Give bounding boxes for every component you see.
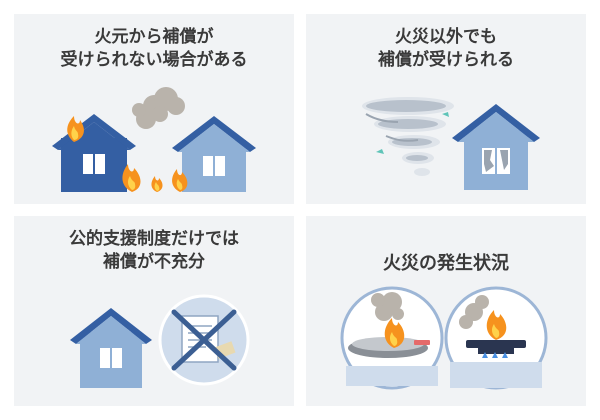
burning-houses-illustration <box>52 87 256 192</box>
house-icon <box>52 114 136 192</box>
smoke-icon <box>132 87 185 129</box>
panel-fire-not-covered: 火元から補償が 受けられない場合がある <box>14 14 294 204</box>
title-line-1: 公的支援制度だけでは <box>69 229 239 249</box>
fire-situation-illustration <box>340 286 548 390</box>
smoke-icon <box>459 295 489 329</box>
panel-title: 火災の発生状況 <box>306 252 586 275</box>
tornado-house-illustration <box>362 97 540 190</box>
smoke-icon <box>371 292 404 321</box>
cross-icon <box>171 309 237 371</box>
flame-icon <box>172 169 188 192</box>
title-line-1: 火災の発生状況 <box>383 253 509 274</box>
flame-icon <box>384 318 405 348</box>
frying-pan-icon <box>348 337 430 358</box>
flame-icon <box>122 164 141 192</box>
title-line-1: 火災以外でも <box>395 27 497 47</box>
panel-title: 火元から補償が 受けられない場合がある <box>14 26 294 72</box>
flame-icon <box>67 116 84 142</box>
panel-title: 公的支援制度だけでは 補償が不充分 <box>14 228 294 274</box>
panel-fire-situation: 火災の発生状況 <box>306 216 586 406</box>
house-icon <box>452 104 540 190</box>
flame-icon <box>486 310 507 340</box>
panel-title: 火災以外でも 補償が受けられる <box>306 26 586 72</box>
title-line-1: 火元から補償が <box>94 27 214 47</box>
public-support-illustration <box>70 294 250 388</box>
title-line-2: 補償が受けられる <box>378 50 514 70</box>
title-line-2: 受けられない場合がある <box>60 50 248 70</box>
tornado-icon <box>362 97 454 176</box>
gas-stove-icon <box>466 340 526 358</box>
panel-non-fire-covered: 火災以外でも 補償が受けられる <box>306 14 586 204</box>
flame-icon <box>151 176 163 192</box>
panel-public-support: 公的支援制度だけでは 補償が不充分 <box>14 216 294 406</box>
house-icon <box>70 308 152 388</box>
title-line-2: 補償が不充分 <box>103 252 205 272</box>
house-icon <box>172 116 256 192</box>
